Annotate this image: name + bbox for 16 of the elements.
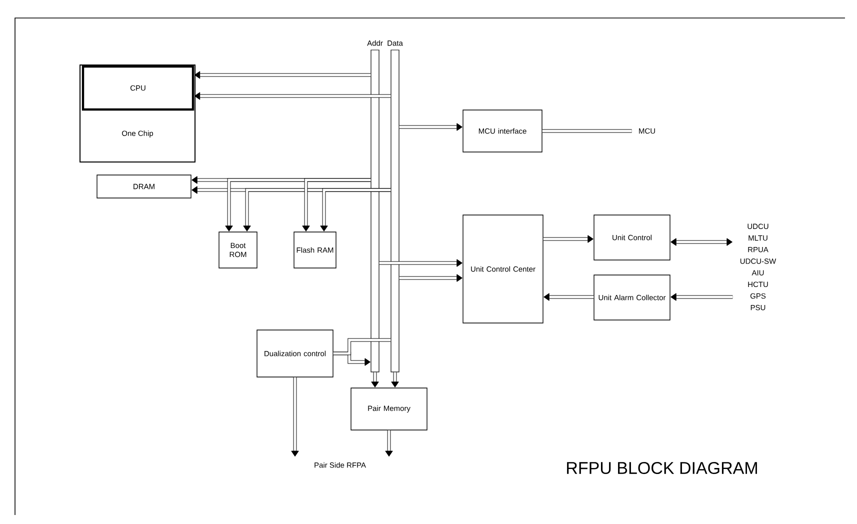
bus-arrow: [194, 92, 391, 100]
bus-arrow: [302, 178, 371, 232]
bus-arrow: [544, 293, 594, 301]
bus-arrow: [371, 372, 379, 388]
bus-arrow: [379, 259, 462, 267]
bus-arrow: [320, 188, 391, 232]
bus-arrow: [543, 235, 594, 243]
bus-arrow: [391, 372, 399, 388]
bus-arrow: [670, 293, 733, 301]
bus-arrow: [399, 123, 462, 131]
bus-arrow: [399, 274, 462, 282]
bus-arrow: [291, 377, 299, 457]
bus-arrow: [670, 238, 732, 246]
bus-arrow: [194, 71, 371, 79]
bus-arrow: [385, 430, 393, 457]
diagram-title: RFPU BLOCK DIAGRAM: [567, 462, 757, 474]
